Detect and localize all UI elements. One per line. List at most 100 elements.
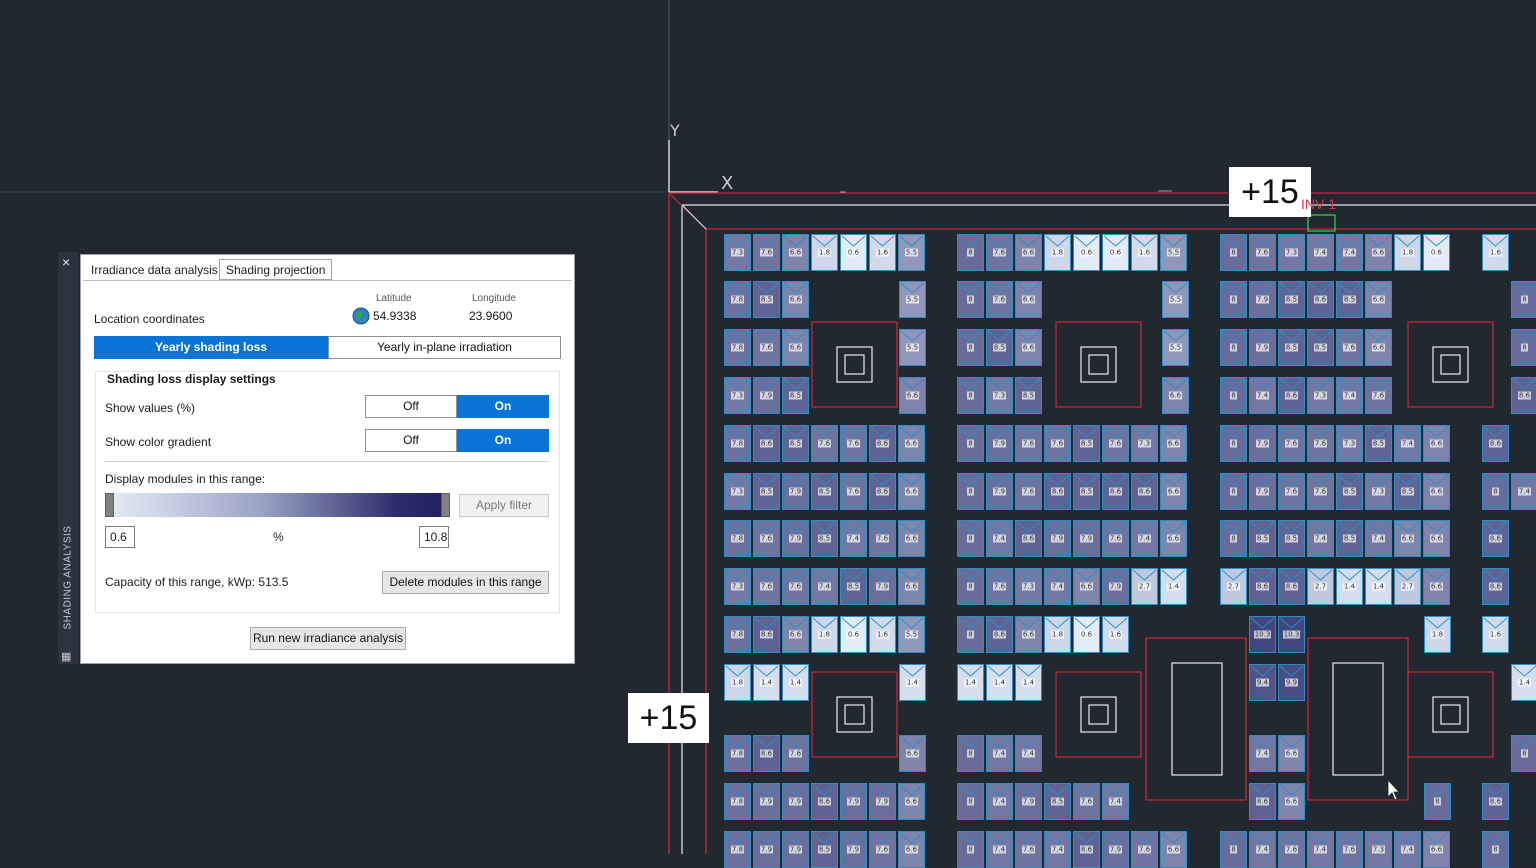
pv-module[interactable]: 7.9 [753, 377, 780, 414]
pv-module[interactable]: 8 [957, 783, 984, 820]
pv-module[interactable]: 6.6 [1365, 234, 1392, 271]
pv-module[interactable]: 8.5 [1307, 329, 1334, 366]
pv-module[interactable]: 2.7 [1131, 568, 1158, 605]
pv-module[interactable]: 7.9 [753, 831, 780, 868]
pv-module[interactable]: 8 [957, 234, 984, 271]
pv-module[interactable]: 7.4 [1511, 473, 1536, 510]
pv-module[interactable]: 1.6 [1102, 616, 1129, 653]
pv-module[interactable]: 1.4 [1015, 664, 1042, 701]
pv-module[interactable]: 7.6 [1044, 425, 1071, 462]
pv-module[interactable]: 6.6 [898, 425, 925, 462]
pv-module[interactable]: 8 [957, 616, 984, 653]
pv-module[interactable]: 8 [1482, 473, 1509, 510]
pv-module[interactable]: 7.9 [1249, 425, 1276, 462]
pv-module[interactable]: 6.6 [898, 473, 925, 510]
pv-module[interactable]: 8.5 [1278, 520, 1305, 557]
pv-module[interactable]: 7.3 [724, 234, 751, 271]
pv-module[interactable]: 8.6 [869, 473, 896, 510]
inverter-box[interactable] [1307, 214, 1336, 232]
pv-module[interactable]: 7.6 [1336, 831, 1363, 868]
pv-module[interactable]: 8.6 [1278, 568, 1305, 605]
pv-module[interactable]: 8 [1511, 735, 1536, 772]
pv-module[interactable]: 1.4 [899, 664, 926, 701]
pv-module[interactable]: 1.4 [986, 664, 1013, 701]
pv-module[interactable]: 7.6 [753, 568, 780, 605]
pv-module[interactable]: 7.4 [1307, 520, 1334, 557]
pv-module[interactable]: 1.8 [811, 234, 838, 271]
pv-module[interactable]: 7.4 [1394, 831, 1421, 868]
pv-module[interactable]: 6.6 [1423, 831, 1450, 868]
pv-module[interactable]: 7.6 [869, 831, 896, 868]
show-values-off-button[interactable]: Off [365, 395, 457, 418]
pv-module[interactable]: 5.5 [1162, 329, 1189, 366]
pv-module[interactable]: 6.6 [1015, 616, 1042, 653]
pv-module[interactable]: 7.9 [782, 520, 809, 557]
pv-module[interactable]: 7.4 [1336, 234, 1363, 271]
pv-module[interactable]: 7.9 [869, 783, 896, 820]
pv-module[interactable]: 8.5 [1336, 520, 1363, 557]
pv-module[interactable]: 7.8 [724, 735, 751, 772]
pv-module[interactable]: 6.6 [1160, 425, 1187, 462]
pv-module[interactable]: 8.5 [1015, 377, 1042, 414]
pv-module[interactable]: 8.5 [1336, 473, 1363, 510]
pv-module[interactable]: 8.6 [1102, 473, 1129, 510]
pv-module[interactable]: 7.9 [782, 473, 809, 510]
pv-module[interactable]: 0.6 [840, 234, 867, 271]
pv-module[interactable]: 7.6 [1102, 425, 1129, 462]
pv-module[interactable]: 7.4 [986, 735, 1013, 772]
pv-module[interactable]: 6.6 [1015, 234, 1042, 271]
run-irradiance-analysis-button[interactable]: Run new irradiance analysis [250, 627, 406, 650]
pv-module[interactable]: 8.5 [1394, 473, 1421, 510]
pv-module[interactable]: 7.4 [840, 520, 867, 557]
pv-module[interactable]: 8 [957, 568, 984, 605]
pv-module[interactable]: 1.6 [869, 234, 896, 271]
pv-module[interactable]: 7.6 [1307, 473, 1334, 510]
pv-module[interactable]: 7.4 [1131, 520, 1158, 557]
pv-module[interactable]: 7.6 [869, 520, 896, 557]
pv-module[interactable]: 10.3 [1249, 616, 1276, 653]
pv-module[interactable]: 0.6 [1073, 234, 1100, 271]
pv-module[interactable]: 7.9 [986, 425, 1013, 462]
pv-module[interactable]: 7.9 [782, 831, 809, 868]
pv-module[interactable]: 7.6 [1307, 425, 1334, 462]
pv-module[interactable]: 7.4 [1394, 425, 1421, 462]
pv-module[interactable]: 7.3 [724, 473, 751, 510]
pv-module[interactable]: 1.4 [1336, 568, 1363, 605]
pv-module[interactable]: 0.6 [1073, 616, 1100, 653]
apply-filter-button[interactable]: Apply filter [459, 494, 549, 517]
pv-module[interactable]: 8 [1424, 783, 1451, 820]
pv-module[interactable]: 6.6 [1162, 377, 1189, 414]
pv-module[interactable]: 8 [957, 473, 984, 510]
pv-module[interactable]: 7.6 [1102, 520, 1129, 557]
pv-module[interactable]: 8.6 [1307, 281, 1334, 318]
pv-module[interactable]: 1.6 [1482, 234, 1509, 271]
pv-module[interactable]: 2.7 [1394, 568, 1421, 605]
pv-module[interactable]: 1.4 [957, 664, 984, 701]
pv-module[interactable]: 7.9 [1249, 473, 1276, 510]
pv-module[interactable]: 8.6 [1073, 831, 1100, 868]
pv-module[interactable]: 6.6 [1365, 281, 1392, 318]
pv-module[interactable]: 7.6 [986, 281, 1013, 318]
pv-module[interactable]: 7.6 [782, 735, 809, 772]
pv-module[interactable]: 7.6 [1073, 783, 1100, 820]
pv-module[interactable]: 7.9 [1102, 831, 1129, 868]
pv-module[interactable]: 6.6 [1394, 520, 1421, 557]
pv-module[interactable]: 6.6 [1278, 735, 1305, 772]
pv-module[interactable]: 7.8 [724, 520, 751, 557]
pv-module[interactable]: 8.5 [1044, 783, 1071, 820]
pv-module[interactable]: 7.6 [753, 329, 780, 366]
pv-module[interactable]: 8 [1220, 520, 1247, 557]
pv-module[interactable]: 7.4 [811, 568, 838, 605]
pv-module[interactable]: 8 [1220, 425, 1247, 462]
pv-module[interactable]: 7.6 [753, 520, 780, 557]
pv-module[interactable]: 6.6 [898, 520, 925, 557]
pv-module[interactable]: 7.4 [1336, 377, 1363, 414]
pv-module[interactable]: 6.6 [782, 616, 809, 653]
pv-module[interactable]: 7.3 [724, 568, 751, 605]
pv-module[interactable]: 8.5 [1365, 425, 1392, 462]
pv-module[interactable]: 8 [1482, 831, 1509, 868]
pv-module[interactable]: 8 [1220, 281, 1247, 318]
pv-module[interactable]: 7.6 [1131, 831, 1158, 868]
pv-module[interactable]: 8.5 [1073, 473, 1100, 510]
pv-module[interactable]: 6.6 [1160, 473, 1187, 510]
